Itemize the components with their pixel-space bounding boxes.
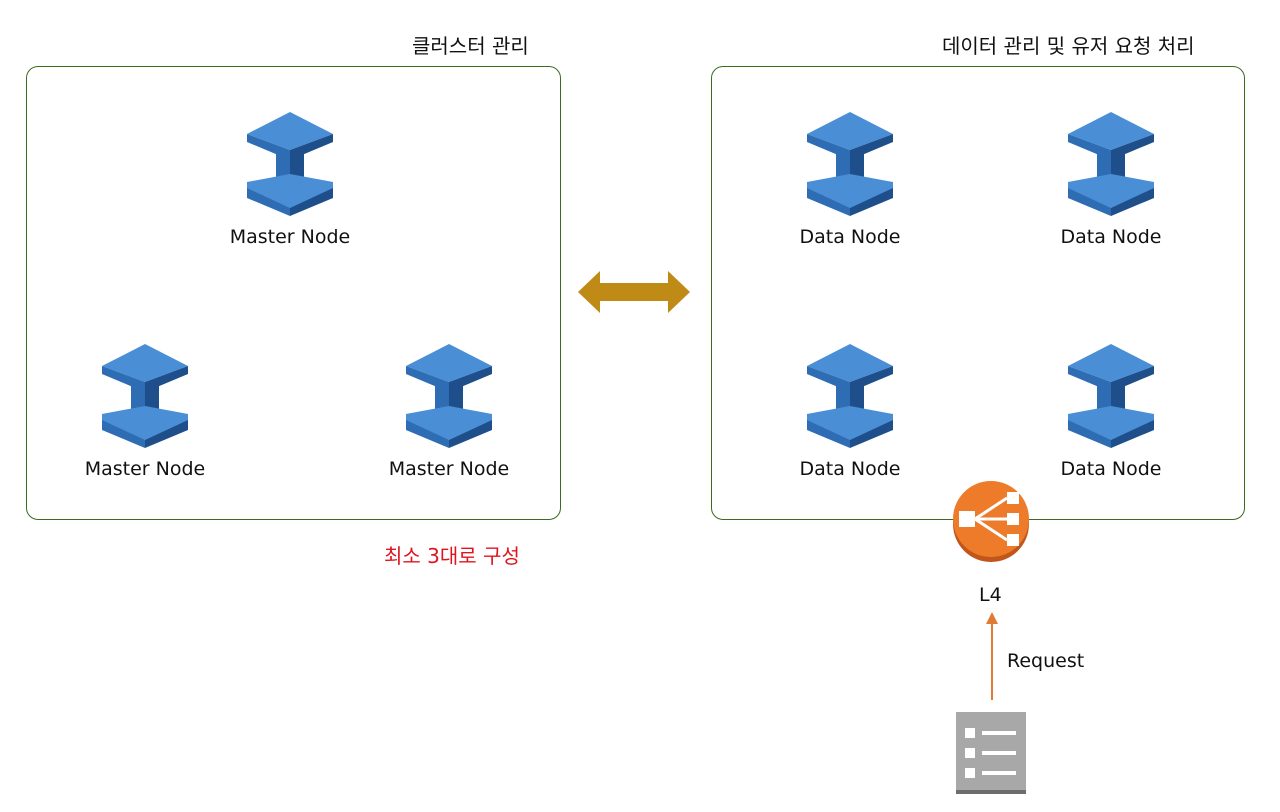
node-label: Data Node	[799, 226, 901, 248]
node-label: Master Node	[84, 458, 206, 480]
cluster-group-title: 클러스터 관리	[412, 34, 529, 58]
minimum-nodes-note: 최소 3대로 구성	[384, 544, 520, 568]
node-icon	[102, 344, 188, 448]
request-arrow	[986, 612, 998, 700]
node-icon	[247, 112, 333, 216]
request-label: Request	[1007, 650, 1085, 672]
node-label: Data Node	[799, 458, 901, 480]
data-node-2: Data Node	[1021, 112, 1201, 248]
node-icon	[807, 112, 893, 216]
data-node-4: Data Node	[1021, 344, 1201, 480]
data-node-3: Data Node	[760, 344, 940, 480]
master-node-3: Master Node	[359, 344, 539, 480]
node-label: Data Node	[1060, 458, 1162, 480]
data-group-title: 데이터 관리 및 유저 요청 처리	[942, 34, 1195, 58]
bidirectional-arrow-icon	[578, 271, 690, 313]
load-balancer-label: L4	[979, 584, 1002, 606]
node-label: Master Node	[229, 226, 351, 248]
node-icon	[807, 344, 893, 448]
node-icon	[406, 344, 492, 448]
cluster-group-box	[26, 66, 561, 520]
node-icon	[1068, 112, 1154, 216]
master-node-2: Master Node	[55, 344, 235, 480]
node-label: Master Node	[388, 458, 510, 480]
node-icon	[1068, 344, 1154, 448]
master-node-1: Master Node	[200, 112, 380, 248]
load-balancer-icon	[953, 481, 1029, 562]
node-label: Data Node	[1060, 226, 1162, 248]
client-list-icon	[956, 712, 1026, 794]
data-node-1: Data Node	[760, 112, 940, 248]
